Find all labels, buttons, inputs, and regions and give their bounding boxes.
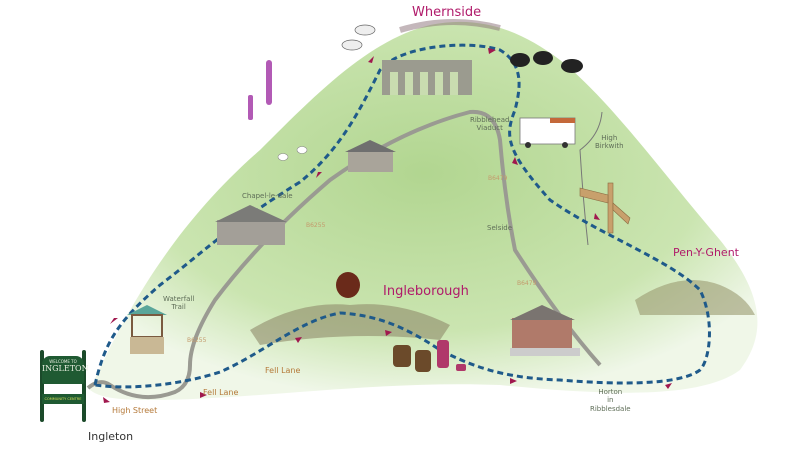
label-chapel-le-dale: Chapel-le-dale — [242, 192, 293, 200]
chapel-icon — [215, 205, 287, 245]
signpost-icon — [579, 182, 631, 234]
walking-route — [93, 43, 711, 389]
sheep-icon — [277, 146, 308, 161]
peak-pen-y-ghent: Pen-Y-Ghent — [673, 246, 739, 259]
road-b6255 — [86, 109, 602, 400]
flask-icon — [437, 340, 466, 371]
sign-sub: COMMUNITY CENTRE — [42, 394, 84, 404]
whernside-ridge — [399, 18, 501, 33]
sign-welcome: WELCOME TO — [49, 359, 77, 364]
label-ingleton: Ingleton — [88, 430, 134, 443]
label-road-b6479: B6479 — [517, 280, 537, 287]
foxgloves-icon — [248, 60, 272, 120]
label-selside: Selside — [487, 224, 513, 232]
railway-station-icon — [510, 305, 580, 356]
boots-icon — [393, 345, 431, 372]
sign-name: INGLETON — [42, 364, 89, 373]
farmhouse-icon — [345, 140, 396, 172]
grouse-icon — [336, 272, 360, 298]
viaduct-icon — [382, 60, 472, 95]
label-fell-lane: Fell Lane — [265, 366, 301, 375]
label-road-b6255: B6255 — [306, 222, 326, 229]
cows-icon — [510, 51, 583, 73]
pen-y-ghent-hill — [635, 280, 755, 315]
ingleborough-hill — [250, 304, 450, 345]
horses-icon — [341, 24, 376, 51]
peak-whernside: Whernside — [412, 5, 482, 20]
label-fell-lane: Fell Lane — [203, 388, 239, 397]
ice-cream-van-icon — [519, 117, 576, 148]
label-road-b6479: B6479 — [488, 175, 508, 182]
grassland — [90, 21, 758, 401]
peak-ingleborough: Ingleborough — [383, 284, 469, 299]
label-road-b6255: B6255 — [187, 337, 207, 344]
well-icon — [127, 305, 167, 354]
label-high-street: High Street — [112, 406, 158, 415]
